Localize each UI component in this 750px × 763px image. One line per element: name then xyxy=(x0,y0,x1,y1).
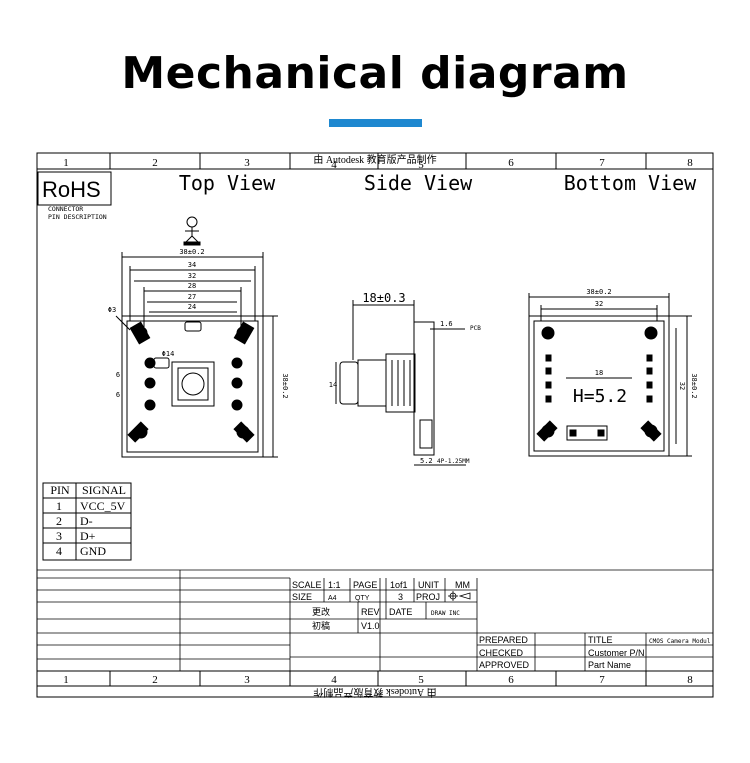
top-dim-6a: 6 xyxy=(116,371,120,379)
checked-label: CHECKED xyxy=(479,648,524,658)
title-block xyxy=(37,569,713,671)
col-label: 4 xyxy=(331,674,337,686)
col-label: 6 xyxy=(508,157,514,169)
col-label: 7 xyxy=(599,674,605,686)
top-dim-hole: Φ3 xyxy=(108,306,116,314)
side-view-title: Side View xyxy=(364,171,473,195)
bottom-dim-side32: 32 xyxy=(678,382,686,390)
rohs-box xyxy=(37,171,112,206)
bottom-dim-overall: 38±0.2 xyxy=(586,288,611,296)
pin-table xyxy=(42,482,132,561)
qty-value: 3 xyxy=(398,592,403,602)
pin-signal: D+ xyxy=(80,529,96,543)
side-dim-height: 14 xyxy=(329,381,337,389)
pin-signal: VCC_5V xyxy=(80,499,126,513)
bottom-dim-18: 18 xyxy=(595,369,603,377)
page-title: Mechanical diagram xyxy=(121,48,629,99)
side-view-drawing xyxy=(335,300,466,466)
initial-label: 初稿 xyxy=(312,620,330,631)
top-dim-32: 32 xyxy=(188,272,196,280)
signal-header: SIGNAL xyxy=(82,483,126,497)
rev-value: V1.0 xyxy=(361,621,380,631)
change-label: 更改 xyxy=(312,606,330,617)
top-view-title: Top View xyxy=(179,171,276,195)
col-label: 5 xyxy=(418,159,424,171)
pin-signal: GND xyxy=(80,544,106,558)
bottom-height-label: H=5.2 xyxy=(573,386,627,407)
rohs-mark: RoHS xyxy=(42,177,101,202)
top-dim-lens: Φ14 xyxy=(162,350,175,358)
date-label: DATE xyxy=(389,607,412,617)
side-dim-thickness: 1.6 xyxy=(440,320,453,328)
header-text: 由 Autodesk 教育版产品制作 xyxy=(313,153,436,166)
col-label: 8 xyxy=(687,674,693,686)
col-label: 3 xyxy=(244,157,250,169)
bottom-dim-32: 32 xyxy=(595,300,603,308)
rev-label: REV xyxy=(361,607,380,617)
title-label: TITLE xyxy=(588,635,613,645)
page-value: 1of1 xyxy=(390,580,408,590)
col-label: 3 xyxy=(244,674,250,686)
top-dim-24: 24 xyxy=(188,303,196,311)
unit-label: UNIT xyxy=(418,580,439,590)
top-dim-28: 28 xyxy=(188,282,196,290)
col-label: 8 xyxy=(687,157,693,169)
unit-value: MM xyxy=(455,580,470,590)
pin-number: 4 xyxy=(56,544,62,558)
connector-note: CONNECTOR xyxy=(48,205,83,213)
top-dim-overall: 38±0.2 xyxy=(179,248,204,256)
side-dim-length: 18±0.3 xyxy=(362,291,405,305)
pin-number: 2 xyxy=(56,514,62,528)
proj-label: PROJ xyxy=(416,592,440,602)
col-label: 1 xyxy=(63,157,69,169)
side-dim-connector: 4P-1.25MM xyxy=(437,458,470,465)
bottom-dim-side38: 38±0.2 xyxy=(690,373,698,398)
drawing-border xyxy=(36,152,714,698)
footer-text: 由 Autodesk 教育版产品制作 xyxy=(313,686,436,699)
col-label: 4 xyxy=(331,159,337,171)
scale-label: SCALE xyxy=(292,580,322,590)
approved-label: APPROVED xyxy=(479,660,530,670)
top-dim-side: 38±0.2 xyxy=(281,373,289,398)
col-label: 2 xyxy=(152,674,158,686)
prepared-label: PREPARED xyxy=(479,635,528,645)
pin-signal: D- xyxy=(80,514,93,528)
projection-symbol-icon xyxy=(448,591,471,601)
bottom-view-drawing xyxy=(528,293,692,457)
bottom-view-title: Bottom View xyxy=(564,171,697,195)
stick-figure-icon xyxy=(183,216,201,246)
pin-number: 3 xyxy=(56,529,62,543)
top-dim-6b: 6 xyxy=(116,391,120,399)
qty-label: QTY xyxy=(355,595,370,602)
pin-number: 1 xyxy=(56,499,62,513)
drawing-no-label: DRAW INC xyxy=(431,610,460,617)
size-label: SIZE xyxy=(292,592,312,602)
title-accent-bar xyxy=(329,119,422,127)
col-label: 7 xyxy=(599,157,605,169)
col-label: 6 xyxy=(508,674,514,686)
pin-desc-note: PIN DESCRIPTION xyxy=(48,213,107,221)
size-value: A4 xyxy=(328,595,337,602)
pin-header: PIN xyxy=(50,483,70,497)
top-view-drawing xyxy=(115,252,278,458)
part-name-label: Part Name xyxy=(588,660,631,670)
col-label: 1 xyxy=(63,674,69,686)
scale-value: 1:1 xyxy=(328,580,341,590)
top-dim-27: 27 xyxy=(188,293,196,301)
top-dim-34: 34 xyxy=(188,261,196,269)
col-label: 2 xyxy=(152,157,158,169)
customer-pn-label: Customer P/N xyxy=(588,648,645,658)
side-dim-pcb: PCB xyxy=(470,325,481,332)
side-dim-gap: 5.2 xyxy=(420,457,433,465)
col-label: 5 xyxy=(418,674,424,686)
page-label: PAGE xyxy=(353,580,377,590)
title-value: CMOS Camera Modul xyxy=(649,638,711,645)
